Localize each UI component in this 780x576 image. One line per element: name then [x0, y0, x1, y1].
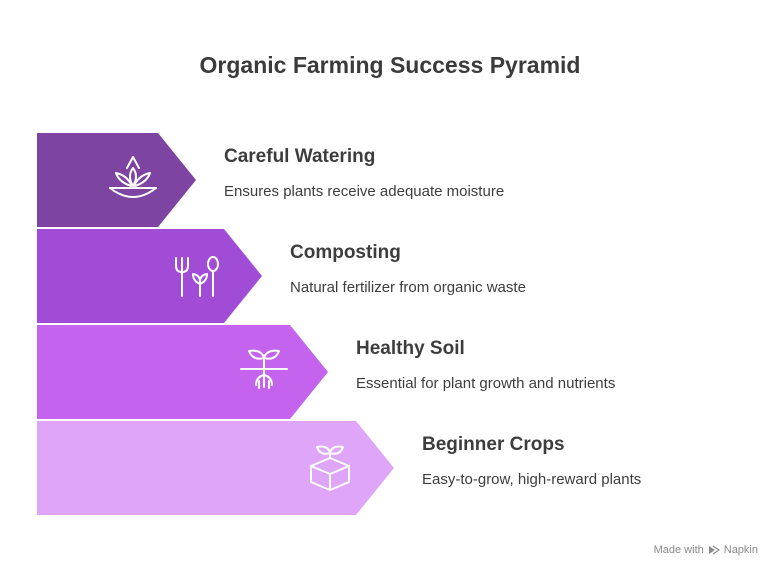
tier-1-description: Ensures plants receive adequate moisture [224, 183, 505, 200]
tier-1-shape [37, 133, 196, 227]
tier-1-heading: Careful Watering [224, 146, 376, 167]
tier-2-description: Natural fertilizer from organic waste [290, 279, 526, 296]
tier-3-description: Essential for plant growth and nutrients [356, 375, 616, 392]
diagram-title: Organic Farming Success Pyramid [199, 52, 581, 78]
fork-sprout-spoon-icon [175, 256, 219, 297]
watermark-brand: Napkin [723, 544, 758, 556]
tier-3-shape [37, 325, 328, 419]
tier-3-heading: Healthy Soil [356, 338, 465, 359]
napkin-logo-icon [708, 545, 720, 555]
tier-2-heading: Composting [290, 242, 401, 263]
sprout-roots-icon [240, 349, 288, 389]
watermark[interactable]: Made with Napkin [654, 544, 758, 556]
tier-4-heading: Beginner Crops [422, 434, 565, 455]
bowl-plant-icon [109, 156, 157, 198]
tier-4-shape [37, 421, 394, 515]
sprout-box-icon [310, 445, 350, 491]
watermark-prefix: Made with [653, 544, 704, 556]
tier-2-shape [37, 229, 262, 323]
tier-4-description: Easy-to-grow, high-reward plants [422, 471, 642, 488]
